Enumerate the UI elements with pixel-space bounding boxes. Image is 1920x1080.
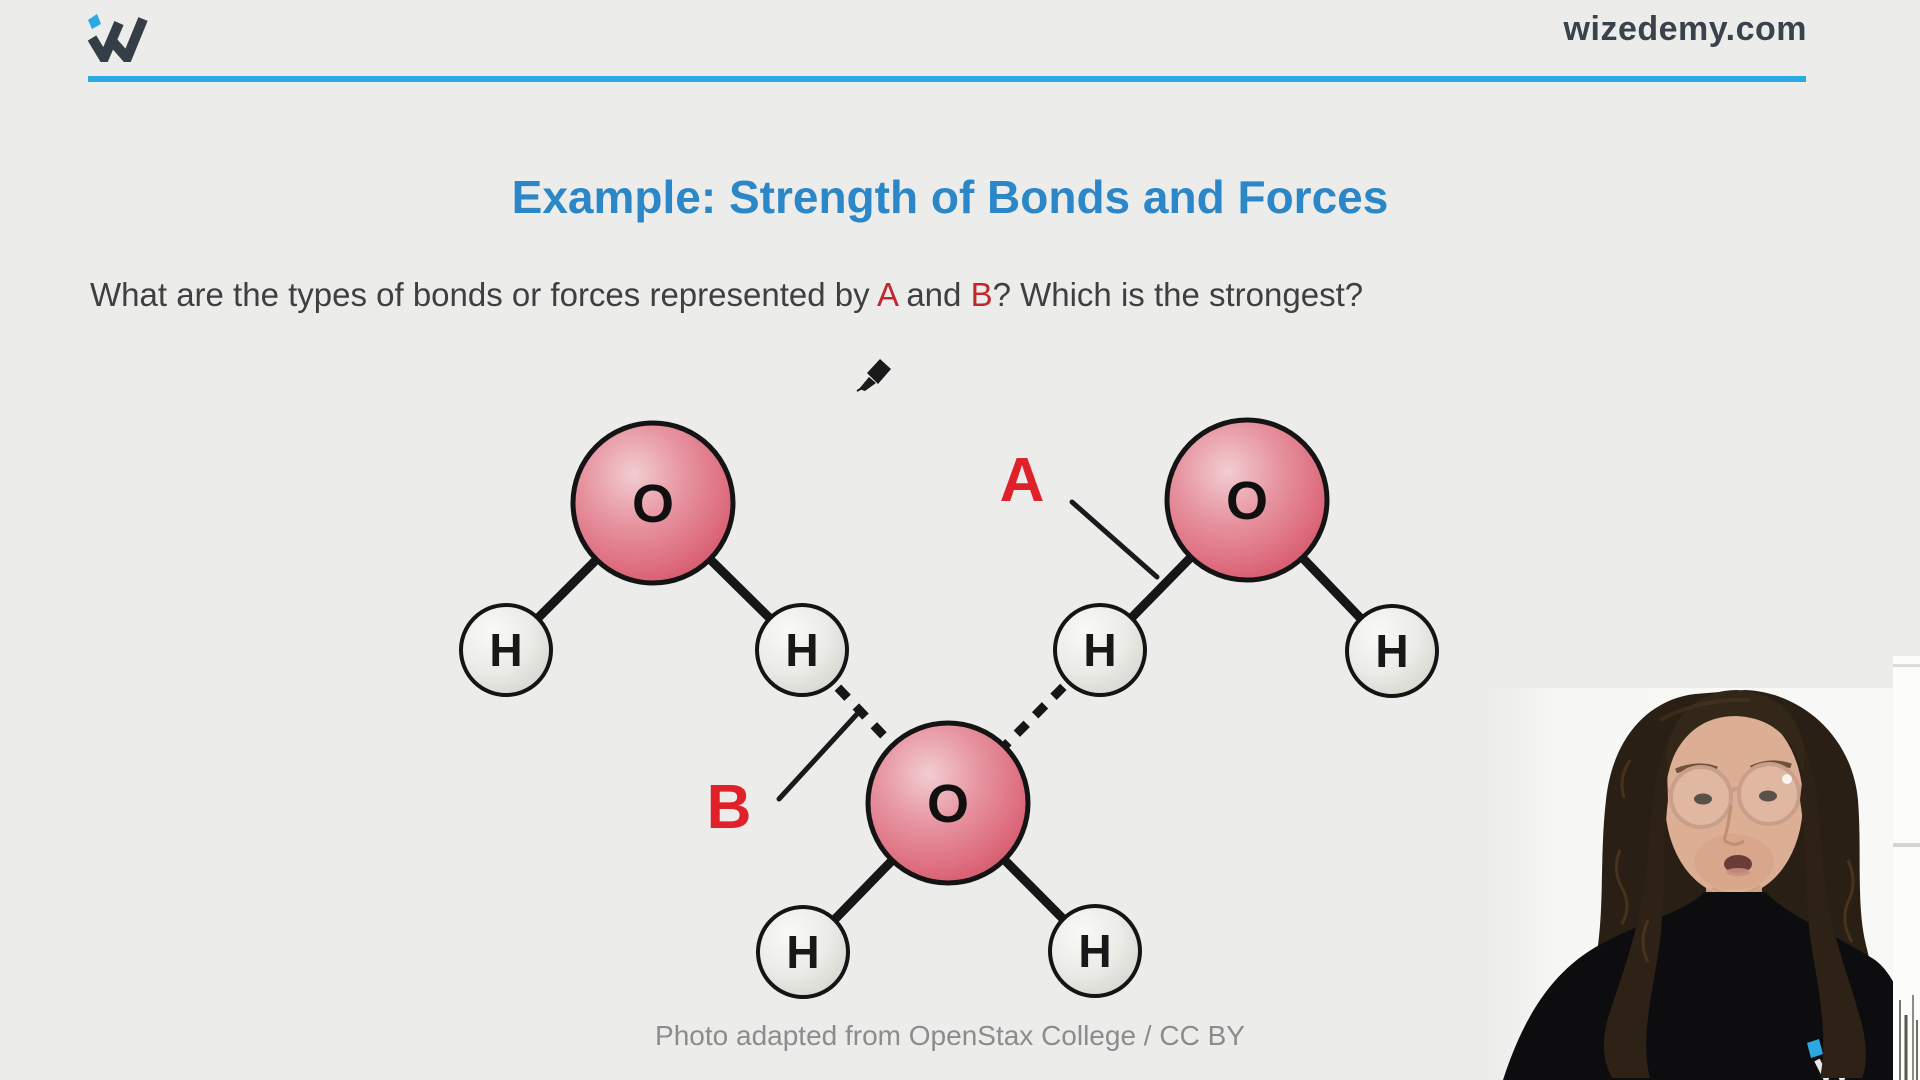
hydrogen-label: H <box>785 624 818 676</box>
hydrogen-label: H <box>1375 625 1408 677</box>
hydrogen-label: H <box>786 926 819 978</box>
page-edge-strip <box>1893 656 1920 1080</box>
hydrogen-label: H <box>1083 624 1116 676</box>
annotation-a: A <box>1000 446 1160 580</box>
hair-strand-left <box>1603 742 1668 1078</box>
lower-lip <box>1726 868 1750 876</box>
question-label-a: A <box>876 276 898 313</box>
water-molecule-2: O H H <box>1053 417 1439 698</box>
glasses-icon <box>1660 762 1811 829</box>
webcam-presenter <box>1490 688 1916 1080</box>
hydrogen-atom <box>1048 904 1142 998</box>
presenter-face <box>1665 708 1803 896</box>
nose <box>1722 804 1745 846</box>
annotation-a-pointer <box>1069 499 1160 580</box>
hair-curl-texture <box>1615 697 1855 963</box>
hydrogen-atom <box>755 603 849 697</box>
page-edge-line <box>1893 664 1920 667</box>
wizedemy-logo-icon <box>87 14 148 62</box>
question-label-b: B <box>970 276 993 313</box>
oxygen-label: O <box>632 474 674 534</box>
slide-title: Example: Strength of Bonds and Forces <box>511 171 1389 223</box>
annotation-a-label: A <box>1000 446 1045 515</box>
oxygen-label: O <box>1226 471 1268 531</box>
mouth <box>1724 855 1752 873</box>
hydrogen-atom <box>756 905 850 999</box>
question-text: What are the types of bonds or forces re… <box>90 276 1590 314</box>
photo-credit: Photo adapted from OpenStax College / CC… <box>655 1020 1245 1051</box>
question-part: and <box>897 276 971 313</box>
annotation-b-pointer <box>776 710 861 802</box>
marker-cursor-icon <box>856 359 891 392</box>
oxygen-atom <box>570 420 736 586</box>
oxygen-label: O <box>927 774 969 834</box>
page-edge-speckles <box>1899 995 1918 1080</box>
page-edge-line <box>1893 843 1920 847</box>
header-divider <box>88 76 1806 82</box>
presenter-fringe <box>1662 690 1808 792</box>
annotation-b: B <box>707 710 861 842</box>
eyes <box>1694 790 1777 805</box>
oxygen-atom <box>865 720 1031 886</box>
site-url: wizedemy.com <box>1563 10 1807 48</box>
hydrogen-atom <box>459 603 553 697</box>
hydrogen-label: H <box>489 624 522 676</box>
hair-strand-right <box>1800 748 1866 1078</box>
hydrogen-atom <box>1345 604 1439 698</box>
oxygen-atom <box>1164 417 1330 583</box>
hydrogen-label: H <box>1078 925 1111 977</box>
question-part: What are the types of bonds or forces re… <box>90 276 877 313</box>
annotation-b-label: B <box>707 773 752 842</box>
water-molecule-1: O H H <box>459 420 849 697</box>
water-molecule-3: O H H <box>756 720 1142 999</box>
glasses-glint <box>1782 774 1792 784</box>
hydrogen-atom <box>1053 603 1147 697</box>
question-part: ? Which is the strongest? <box>992 276 1364 313</box>
